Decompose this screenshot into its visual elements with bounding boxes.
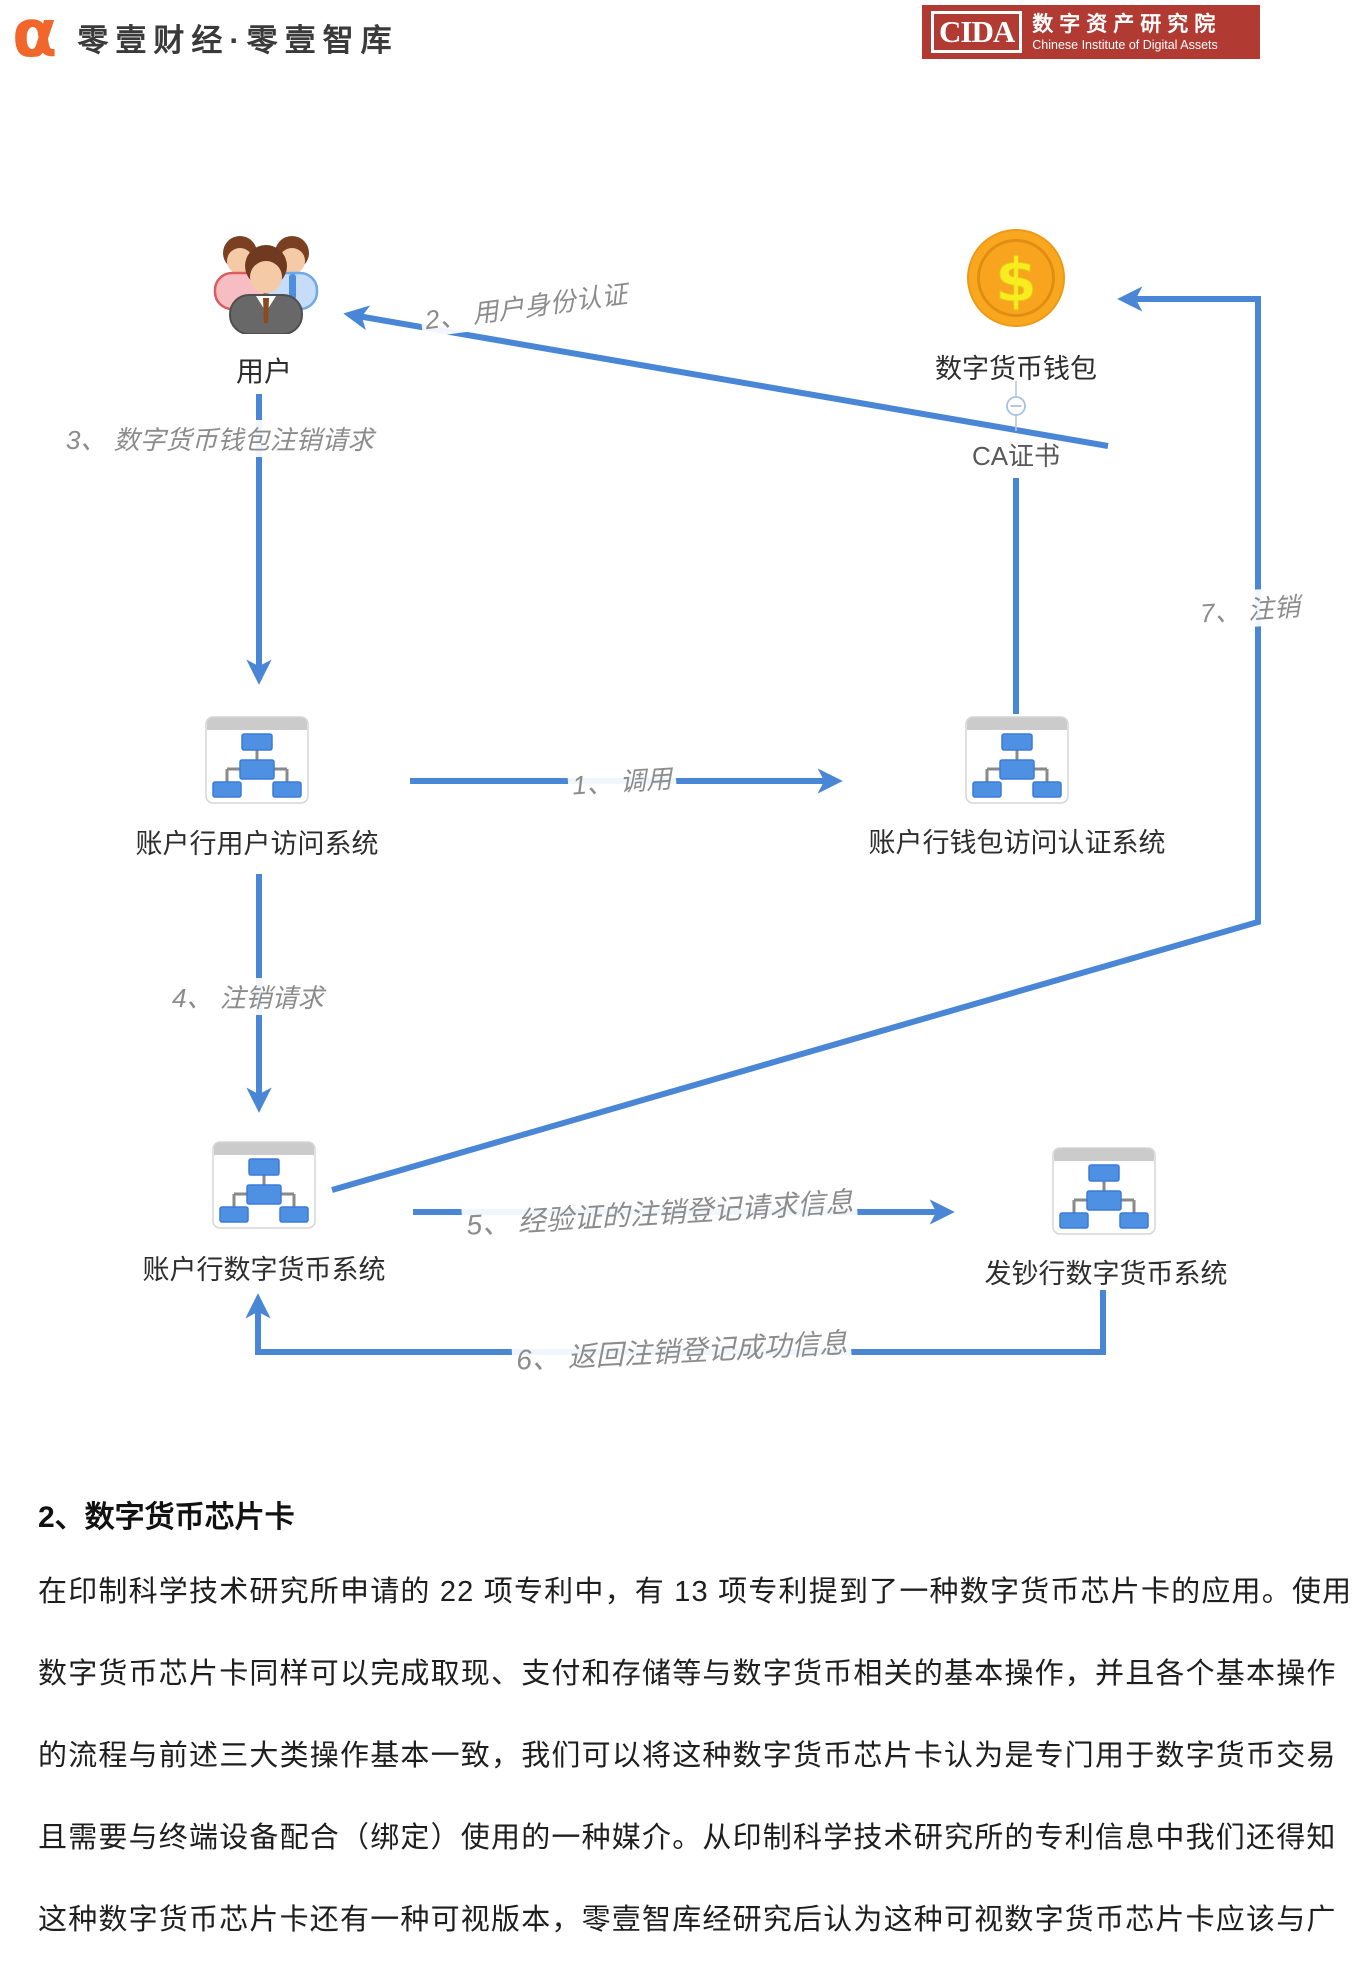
edge-label-3: 3、 数字货币钱包注销请求 (62, 420, 378, 457)
cida-name-en: Chinese Institute of Digital Assets (1032, 37, 1218, 52)
cida-name-cn: 数字资产研究院 (1032, 12, 1222, 36)
header-brand: α 零壹财经·零壹智库 (12, 0, 399, 72)
node-acct-wallet-auth-label: 账户行钱包访问认证系统 (868, 828, 1166, 858)
node-ca-cert-label: CA证书 (971, 441, 1061, 471)
brand-name: 零壹财经·零壹智库 (77, 22, 399, 58)
org-chart-window-icon-acct-user-access (205, 716, 309, 804)
users-group-icon (213, 236, 319, 334)
paragraph-line-1: 在印制科学技术研究所申请的 22 项专利中，有 13 项专利提到了一种数字货币芯… (38, 1576, 1353, 1608)
cida-acronym-logo: CIDA (931, 11, 1023, 53)
cida-banner: CIDA 数字资产研究院 Chinese Institute of Digita… (922, 5, 1260, 59)
org-chart-window-icon-issuer-digital-currency (1052, 1147, 1156, 1235)
svg-text:$: $ (995, 246, 1037, 316)
node-users-label: 用户 (235, 356, 293, 387)
edge-label-4: 4、 注销请求 (168, 978, 328, 1015)
arrow-7-cancel (331, 286, 1261, 1193)
flow-diagram: $ 用户 数字货币 (62, 229, 1305, 1376)
node-wallet-label: 数字货币钱包 (935, 354, 1097, 384)
cida-names: 数字资产研究院 Chinese Institute of Digital Ass… (1032, 12, 1221, 53)
node-acct-digital-currency-label: 账户行数字货币系统 (142, 1255, 386, 1285)
paragraph-line-2: 数字货币芯片卡同样可以完成取现、支付和存储等与数字货币相关的基本操作，并且各个基… (38, 1658, 1337, 1690)
org-chart-window-icon-acct-wallet-auth (965, 716, 1069, 804)
node-acct-user-access-label: 账户行用户访问系统 (135, 829, 379, 859)
brand-alpha-logo-icon: α (12, 0, 58, 72)
arrow-2-identity-auth (343, 305, 1109, 449)
paragraph-line-5: 这种数字货币芯片卡还有一种可视版本，零壹智库经研究后认为这种可视数字货币芯片卡应… (38, 1904, 1337, 1936)
edge-label-1: 1、 调用 (566, 758, 677, 803)
section-heading: 2、数字货币芯片卡 (38, 1501, 295, 1534)
edge-label-7: 7、 注销 (1194, 586, 1305, 631)
paragraph-line-4: 且需要与终端设备配合（绑定）使用的一种媒介。从印制科学技术研究所的专利信息中我们… (38, 1822, 1337, 1854)
node-issuer-digital-currency-label: 发钞行数字货币系统 (984, 1259, 1228, 1289)
dollar-coin-icon: $ (967, 229, 1065, 327)
paragraph-line-3: 的流程与前述三大类操作基本一致，我们可以将这种数字货币芯片卡认为是专门用于数字货… (38, 1740, 1337, 1772)
org-chart-window-icon-acct-digital-currency (212, 1141, 316, 1229)
